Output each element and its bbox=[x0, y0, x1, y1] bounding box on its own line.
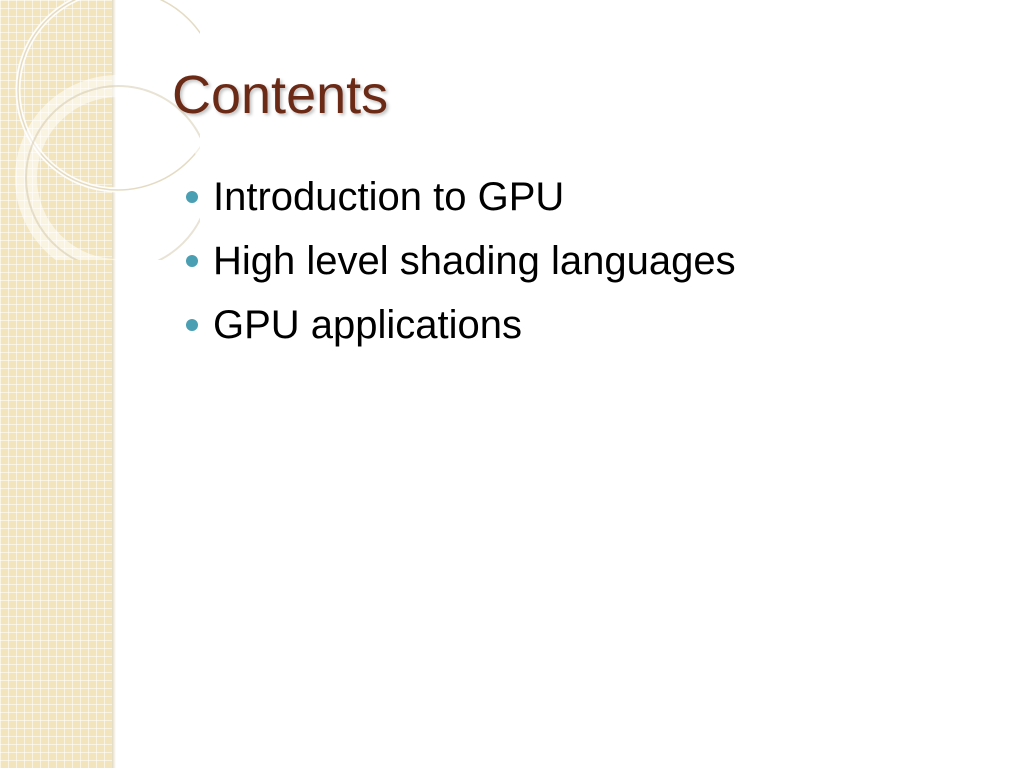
list-item: GPU applications bbox=[186, 296, 736, 360]
bullet-text: High level shading languages bbox=[213, 239, 736, 283]
bullet-text: GPU applications bbox=[213, 303, 523, 347]
bullet-dot-icon bbox=[186, 191, 198, 203]
slide-title: Contents bbox=[172, 65, 389, 125]
bullet-text: Introduction to GPU bbox=[213, 175, 565, 219]
bullet-dot-icon bbox=[186, 255, 198, 267]
side-band-edge bbox=[112, 0, 116, 768]
list-item: High level shading languages bbox=[186, 232, 736, 296]
ring-ornament-icon bbox=[15, 0, 200, 260]
bullet-dot-icon bbox=[186, 319, 198, 331]
list-item: Introduction to GPU bbox=[186, 168, 736, 232]
side-pattern-band bbox=[0, 0, 112, 768]
bullet-list: Introduction to GPU High level shading l… bbox=[186, 168, 736, 360]
